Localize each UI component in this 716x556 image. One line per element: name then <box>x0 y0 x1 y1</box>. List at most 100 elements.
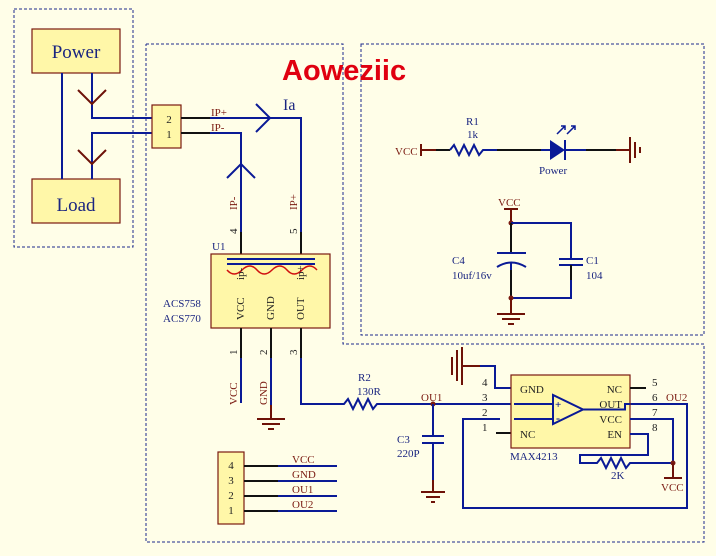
opamp-triangle-icon <box>552 393 586 426</box>
c1-value: 104 <box>586 270 603 282</box>
max4213-opamp: GND NC NC OUT VCC EN + - <box>510 374 631 449</box>
brand-title: Aoweziic <box>282 55 406 87</box>
u1-pin2-number: 2 <box>258 350 270 356</box>
max-pin-nc1-name: NC <box>520 429 535 441</box>
header-net-ou1: OU1 <box>292 484 313 496</box>
vcc-port-icon <box>420 144 436 156</box>
u1-ref: U1 <box>212 241 225 253</box>
power-load-group-frame <box>13 8 134 248</box>
r1-ref: R1 <box>466 116 479 128</box>
u1-inner-ip-minus: ip- <box>235 267 247 280</box>
c1-capacitor <box>559 258 583 266</box>
ip-minus-wire <box>210 132 242 250</box>
c1-top-wire <box>511 222 572 258</box>
opamp-input-wires <box>514 403 553 420</box>
c1-ref: C1 <box>586 255 599 267</box>
enable-resistor-2k <box>579 433 673 471</box>
u1-pin5-number: 5 <box>288 228 300 234</box>
opamp-minus-sign: - <box>556 411 560 425</box>
max-pin-vcc-name: VCC <box>599 414 622 426</box>
ground-icon <box>257 405 285 430</box>
ip-plus-wire <box>210 117 302 250</box>
max-pin8-number: 8 <box>652 422 658 434</box>
max4213-part-name: MAX4213 <box>510 451 558 463</box>
r2-value: 130R <box>357 386 382 398</box>
power-led <box>541 125 586 160</box>
vcc-port-icon <box>664 463 682 479</box>
u1-vcc-net-label: VCC <box>228 382 240 405</box>
decoupling-vcc-net-label: VCC <box>498 197 521 209</box>
current-arrow-icon <box>226 162 256 179</box>
connector-j1: 2 1 <box>151 104 182 149</box>
r1-resistor <box>449 142 497 158</box>
max-pin-nc5-name: NC <box>607 384 622 396</box>
power-block: Power <box>31 28 121 74</box>
r2-resistor <box>340 396 514 412</box>
current-arrow-icon <box>77 89 107 106</box>
j1-pin-1: 1 <box>166 129 172 141</box>
u1-pin4-number: 4 <box>228 228 240 234</box>
load-block: Load <box>31 178 121 224</box>
power-to-j1-wire <box>91 73 152 119</box>
header-pin1: 1 <box>228 505 234 517</box>
coil-icon <box>226 265 318 275</box>
load-block-label: Load <box>56 195 96 216</box>
header-pin2: 2 <box>228 490 234 502</box>
net-label-ip-minus: IP- <box>211 122 225 134</box>
ground-icon <box>616 137 641 163</box>
max-pin-gnd-name: GND <box>520 384 544 396</box>
current-label-ia: Ia <box>283 97 295 114</box>
max-pin3-number: 3 <box>482 392 488 404</box>
header-net-ou2: OU2 <box>292 499 313 511</box>
u1-part-name-1: ACS758 <box>163 298 201 310</box>
power-block-label: Power <box>52 42 101 63</box>
max-pin2-number: 2 <box>482 407 488 419</box>
max-vcc-net-label: VCC <box>661 482 684 494</box>
u1-out-wire <box>300 358 340 405</box>
c4-value: 10uf/16v <box>452 270 492 282</box>
ground-icon <box>421 480 445 503</box>
opamp-output-wire <box>583 403 630 411</box>
max-pin-out-name: OUT <box>599 399 622 411</box>
current-arrow-icon <box>77 149 107 166</box>
header-pin-stubs <box>244 465 278 512</box>
c3-ref: C3 <box>397 434 410 446</box>
u1-bottom-pin-stubs <box>240 328 302 358</box>
u1-current-sensor: U1 ip- ip+ VCC GND OUT <box>210 241 331 329</box>
opamp-plus-sign: + <box>555 399 561 411</box>
u1-pin-vcc-name: VCC <box>235 297 247 320</box>
c4-ref: C4 <box>452 255 465 267</box>
net-label-ou1: OU1 <box>421 392 442 404</box>
u1-part-name-2: ACS770 <box>163 313 201 325</box>
max-pin-en-name: EN <box>607 429 622 441</box>
header-net-wires <box>278 465 337 512</box>
header-net-vcc: VCC <box>292 454 315 466</box>
max-pin4-number: 4 <box>482 377 488 389</box>
net-label-ou2: OU2 <box>666 392 687 404</box>
conductor-bar-icon <box>227 258 315 265</box>
feedback-wire <box>462 403 688 509</box>
output-header: 4 3 2 1 VCC GND OU1 OU2 <box>217 451 337 525</box>
sensor-group-frame <box>145 43 705 543</box>
led-leads <box>541 140 586 160</box>
r2-ref: R2 <box>358 372 371 384</box>
u1-pin-out-name: OUT <box>295 297 307 320</box>
c3-capacitor <box>422 404 444 480</box>
max-pin1-number: 1 <box>482 422 488 434</box>
ground-icon <box>497 298 525 325</box>
u1-inner-ip-plus: ip+ <box>295 265 307 280</box>
u1-pin4-net: IP- <box>228 196 240 210</box>
resistor-2k-value: 2K <box>611 470 625 482</box>
light-emission-icon <box>556 125 576 135</box>
max-pin7-number: 7 <box>652 407 658 419</box>
u1-pin3-number: 3 <box>288 349 300 355</box>
u1-gnd-net-label: GND <box>258 381 270 405</box>
max-gnd-wire <box>480 365 514 389</box>
cap-bottom-stubs <box>510 265 572 298</box>
cap-ground-rail <box>511 280 572 299</box>
max-vcc-wire <box>630 418 674 463</box>
max-pin5-number: 5 <box>652 377 658 389</box>
c4-electrolytic-capacitor <box>496 252 527 270</box>
power-indicator-group-frame <box>360 43 705 336</box>
